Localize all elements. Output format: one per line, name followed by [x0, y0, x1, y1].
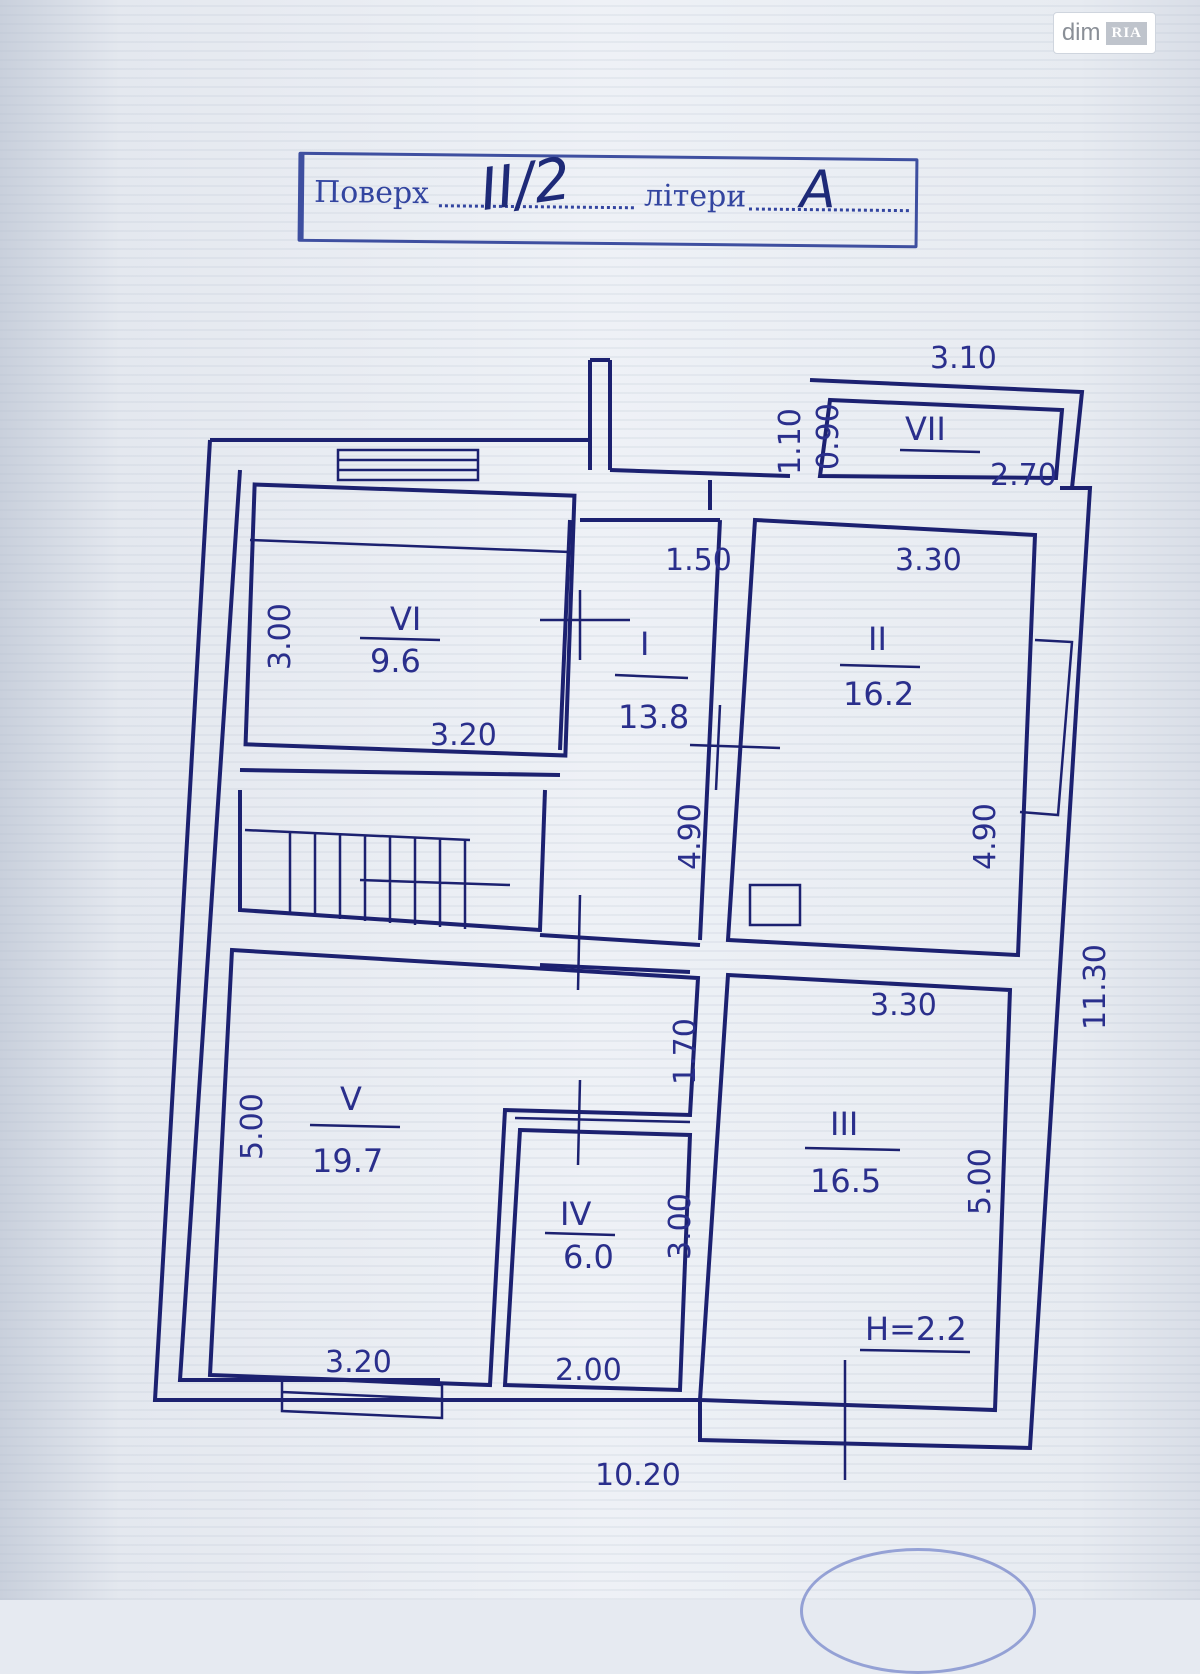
paper-background [0, 0, 1200, 1600]
room-vi-area: 9.6 [370, 642, 421, 680]
dim-balcony-inner-depth: 0.90 [811, 403, 846, 470]
room-i-area: 13.8 [618, 698, 689, 736]
floor-plan: 3.10 2.70 1.10 0.90 1.50 3.30 3.00 3.20 … [152, 341, 1113, 1493]
room-vii-numeral: VII [905, 410, 946, 448]
room-iii-numeral: III [830, 1105, 858, 1143]
room-v-window [280, 1376, 444, 1420]
entry-stub [588, 358, 612, 470]
room-ii-fixture [748, 883, 802, 927]
hall-wall [539, 933, 701, 974]
watermark-badge: RIA [1106, 21, 1147, 45]
dim-hall-gap: 1.70 [668, 1018, 703, 1085]
room-ii-area: 16.2 [843, 675, 914, 713]
room-iv-door [514, 1079, 691, 1166]
dim-room6-length: 3.00 [263, 603, 298, 670]
dim-balcony-depth: 1.10 [773, 408, 808, 475]
dim-corridor-length: 4.90 [673, 803, 708, 870]
room-iv-area: 6.0 [563, 1238, 614, 1276]
room-vi-outline [243, 482, 577, 758]
room-vi-fraction-line [359, 636, 441, 642]
hall-doorway [576, 894, 582, 991]
dim-corridor-width: 1.50 [665, 543, 732, 578]
dimria-watermark: dim RIA [1052, 12, 1156, 54]
room-vii-fraction-line [899, 448, 981, 454]
room-iii-outline [697, 972, 1013, 1413]
stamp-letters-value: А [800, 160, 836, 220]
room-vi-numeral: VI [390, 600, 421, 638]
room-vi-inner-line [249, 538, 571, 554]
balcony-walls [809, 378, 1085, 489]
top-inner-wall [609, 468, 791, 510]
dim-total-width: 10.20 [595, 1458, 681, 1493]
stairs-treads [244, 828, 511, 929]
dim-room3-width: 3.30 [870, 988, 937, 1023]
room-v-outline [207, 947, 701, 1388]
room-ii-fraction-line [839, 663, 921, 669]
room-v-fraction-line [309, 1123, 401, 1129]
corridor-wall [239, 518, 722, 941]
room-ii-numeral: II [868, 620, 887, 658]
room-i-fraction-line [614, 673, 689, 680]
dim-room4-width: 2.00 [555, 1353, 622, 1388]
dim-room6-width: 3.20 [430, 718, 497, 753]
room-iii-area: 16.5 [810, 1162, 881, 1200]
room-vi-window [336, 448, 480, 482]
dim-room3-length: 5.00 [963, 1148, 998, 1215]
outer-wall [152, 438, 1093, 1451]
dim-balcony-inner-width: 2.70 [990, 458, 1057, 493]
dim-total-height: 11.30 [1078, 944, 1113, 1030]
dim-room5-length: 5.00 [235, 1093, 270, 1160]
dim-room4-length: 3.00 [663, 1193, 698, 1260]
faint-seal [800, 1548, 1036, 1674]
room-ii-window [1019, 638, 1074, 817]
room-i-numeral: I [640, 625, 649, 663]
room-iii-fraction-line [804, 1146, 901, 1152]
dim-room2-length: 4.90 [968, 803, 1003, 870]
ceiling-height-underline [859, 1348, 971, 1354]
corridor-doorway [540, 590, 630, 660]
room-ii-door [689, 704, 781, 791]
room-iv-numeral: IV [560, 1195, 591, 1233]
dim-room5-width: 3.20 [325, 1345, 392, 1380]
room-v-area: 19.7 [312, 1142, 383, 1180]
room-iv-outline [502, 1127, 693, 1393]
stairs-outline [238, 789, 547, 933]
ceiling-height: Н=2.2 [865, 1310, 967, 1348]
dim-balcony-width: 3.10 [930, 341, 997, 376]
room-iv-fraction-line [544, 1231, 616, 1237]
dim-room2-width: 3.30 [895, 543, 962, 578]
room-v-numeral: V [340, 1080, 362, 1118]
room-ii-outline [725, 517, 1038, 958]
watermark-text: dim [1061, 19, 1101, 46]
